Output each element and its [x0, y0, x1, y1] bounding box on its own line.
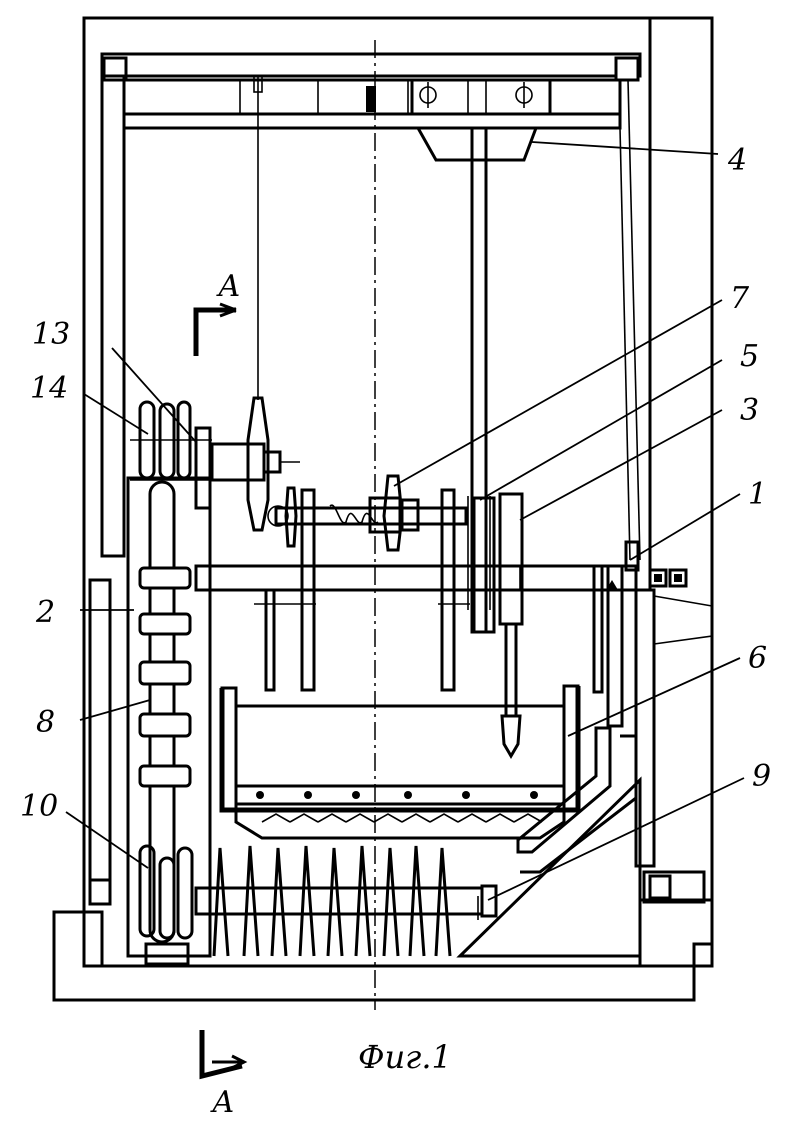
- callout-1: 1: [748, 477, 767, 512]
- callout-5: 5: [740, 339, 759, 374]
- callout-2: 2: [35, 595, 55, 630]
- section-letter-bottom: А: [210, 1085, 235, 1120]
- section-mark-bottom: А: [202, 1030, 244, 1120]
- housing-outer: [84, 18, 712, 966]
- callout-14: 14: [30, 371, 68, 406]
- section-letter-top: А: [216, 269, 241, 304]
- callout-9: 9: [752, 759, 771, 794]
- callout-10: 10: [20, 789, 58, 824]
- callout-3: 3: [740, 393, 759, 428]
- insulated-wall-left-lower: [90, 580, 110, 904]
- part-7-worm-shaft: [268, 476, 466, 690]
- part-4-drive-block: [418, 128, 536, 160]
- callout-6: 6: [748, 641, 767, 676]
- part-14-sprockets: [130, 402, 212, 508]
- callout-13: 13: [32, 317, 70, 352]
- figure-caption: Фиг.1: [358, 1038, 452, 1076]
- part-6-bath: [222, 686, 578, 838]
- part-2-chain-conveyor: [128, 478, 210, 964]
- section-mark-top: А: [196, 269, 241, 356]
- callout-4: 4: [727, 143, 747, 178]
- top-carriage: [124, 76, 620, 128]
- callout-8: 8: [36, 705, 55, 740]
- part-9-auger: [196, 846, 496, 956]
- callout-7: 7: [730, 281, 750, 316]
- insulated-lid: [102, 54, 640, 80]
- insulated-wall-left-upper: [102, 76, 124, 556]
- hopper-slope: [460, 780, 640, 956]
